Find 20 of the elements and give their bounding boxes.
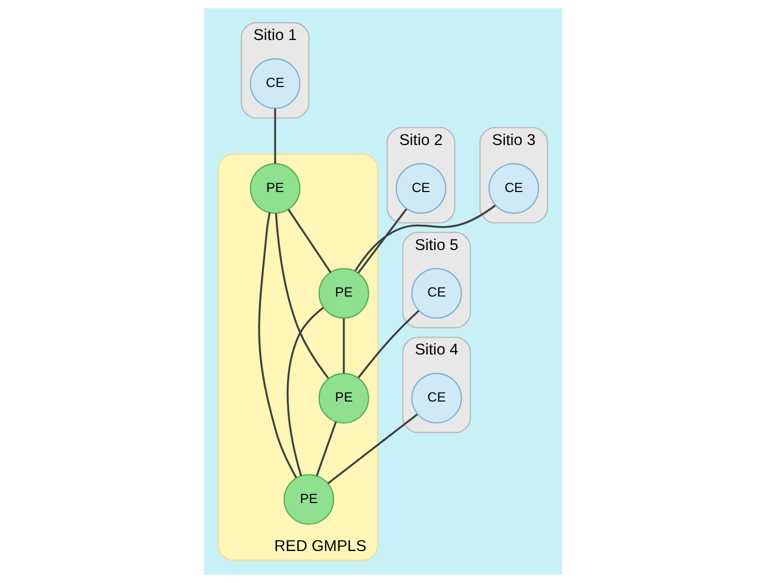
connector xyxy=(274,213,328,379)
node-circle: CE xyxy=(488,163,539,214)
connector xyxy=(357,208,407,274)
node-circle: CE xyxy=(410,268,462,319)
connector xyxy=(286,307,324,476)
node-circle: PE xyxy=(283,474,334,525)
connector xyxy=(357,310,419,378)
connector xyxy=(274,108,276,164)
connector xyxy=(258,212,297,478)
connector xyxy=(342,318,344,374)
connector xyxy=(287,208,331,273)
node-circle: PE xyxy=(318,268,369,319)
connector xyxy=(315,421,336,476)
connector xyxy=(354,204,496,272)
node-circle: CE xyxy=(395,163,446,214)
node-circle: CE xyxy=(410,372,462,424)
connector xyxy=(326,414,418,484)
node-circle: CE xyxy=(249,58,300,109)
node-circle: PE xyxy=(249,163,300,214)
node-circle: PE xyxy=(318,372,369,424)
